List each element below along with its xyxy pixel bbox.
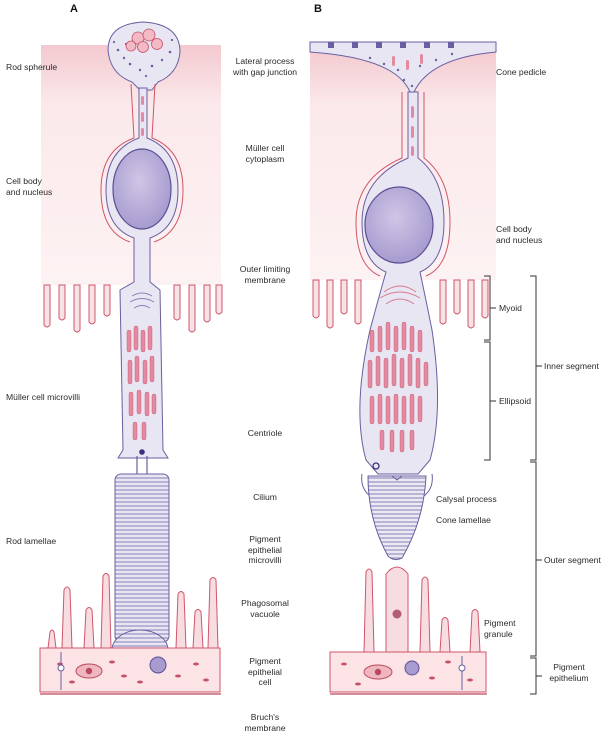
rod-pe-phagosome bbox=[149, 656, 167, 674]
cone-pe-phagosome bbox=[404, 660, 420, 676]
rod-spherule-synaptic-knobs bbox=[125, 28, 163, 53]
cone-pe-junction bbox=[458, 656, 466, 690]
rod-pigment-epithelium bbox=[39, 647, 221, 693]
pigment-epithelium-bracket bbox=[530, 657, 542, 695]
label-muller-cytoplasm: Müller cell cytoplasm bbox=[245, 143, 285, 164]
cone-cell-group bbox=[309, 41, 542, 695]
cone-pink-outline bbox=[355, 92, 403, 277]
cone-pigment-granule bbox=[392, 609, 402, 619]
rod-pe-microvilli bbox=[47, 573, 219, 649]
cone-muller-microvilli bbox=[312, 279, 489, 329]
cone-outer-segment bbox=[367, 475, 427, 561]
cone-axon-mitochondria bbox=[411, 106, 414, 156]
label-pe-cell: Pigment epithelial cell bbox=[248, 656, 282, 687]
cone-pedicle-ribbons bbox=[328, 42, 454, 48]
rod-spherule bbox=[107, 21, 181, 91]
label-myoid: Myoid bbox=[499, 303, 522, 313]
cone-golgi bbox=[379, 285, 421, 305]
label-pigment-epithelium: Pigment epithelium bbox=[549, 662, 589, 683]
label-outer-segment: Outer segment bbox=[544, 555, 601, 565]
cone-ellipsoid-mitochondria bbox=[367, 321, 429, 453]
label-cell-body-b: Cell body and nucleus bbox=[496, 224, 543, 245]
cone-pedicle-vesicles bbox=[368, 52, 454, 88]
cone-pe-granules bbox=[341, 660, 473, 686]
label-rod-spherule: Rod spherule bbox=[6, 62, 58, 72]
inner-segment-bracket bbox=[530, 275, 542, 461]
label-muller-microvilli: Müller cell microvilli bbox=[6, 392, 81, 402]
cone-nucleus bbox=[364, 186, 434, 264]
rod-golgi bbox=[129, 292, 155, 309]
label-cilium: Cilium bbox=[253, 492, 277, 502]
label-rod-lamellae: Rod lamellae bbox=[6, 536, 57, 546]
cone-cell-body bbox=[359, 91, 445, 475]
rod-axon-mitochondria bbox=[141, 96, 144, 136]
outer-segment-bracket bbox=[530, 461, 542, 657]
label-cone-pedicle: Cone pedicle bbox=[496, 67, 547, 77]
label-inner-segment: Inner segment bbox=[544, 361, 599, 371]
rod-muller-microvilli bbox=[43, 284, 223, 333]
label-pe-microvilli: Pigment epithelial microvilli bbox=[248, 534, 282, 565]
panel-a-letter: A bbox=[70, 3, 78, 15]
label-ellipsoid: Ellipsoid bbox=[499, 396, 532, 406]
cone-centriole bbox=[372, 462, 380, 470]
cone-pe-microvilli bbox=[363, 566, 481, 653]
label-cell-body-a: Cell body and nucleus bbox=[6, 176, 53, 197]
rod-nucleus bbox=[112, 148, 172, 230]
rod-pink-outline bbox=[100, 83, 135, 243]
label-calysal: Calysal process bbox=[436, 494, 497, 504]
rod-cilium bbox=[136, 456, 148, 474]
myoid-bracket bbox=[484, 275, 496, 341]
panel-b-letter: B bbox=[314, 3, 322, 15]
label-centriole: Centriole bbox=[247, 428, 283, 438]
rod-centriole bbox=[139, 449, 145, 455]
cone-pedicle-mitochondria bbox=[392, 54, 423, 70]
label-lateral-process: Lateral process with gap junction bbox=[232, 56, 298, 77]
ellipsoid-bracket bbox=[484, 341, 496, 461]
label-pigment-granule: Pigment granule bbox=[484, 618, 516, 639]
label-olm: Outer limiting membrane bbox=[239, 264, 291, 285]
label-phagosomal: Phagosomal vacuole bbox=[241, 598, 289, 619]
rod-pe-junction bbox=[57, 652, 65, 690]
label-bruch: Bruch's membrane bbox=[244, 712, 286, 733]
segment-brackets bbox=[484, 275, 542, 695]
rod-cell-group bbox=[39, 21, 223, 695]
rod-outer-segment bbox=[114, 473, 170, 643]
rod-ellipsoid-mitochondria bbox=[126, 325, 157, 441]
label-cone-lamellae: Cone lamellae bbox=[436, 515, 491, 525]
